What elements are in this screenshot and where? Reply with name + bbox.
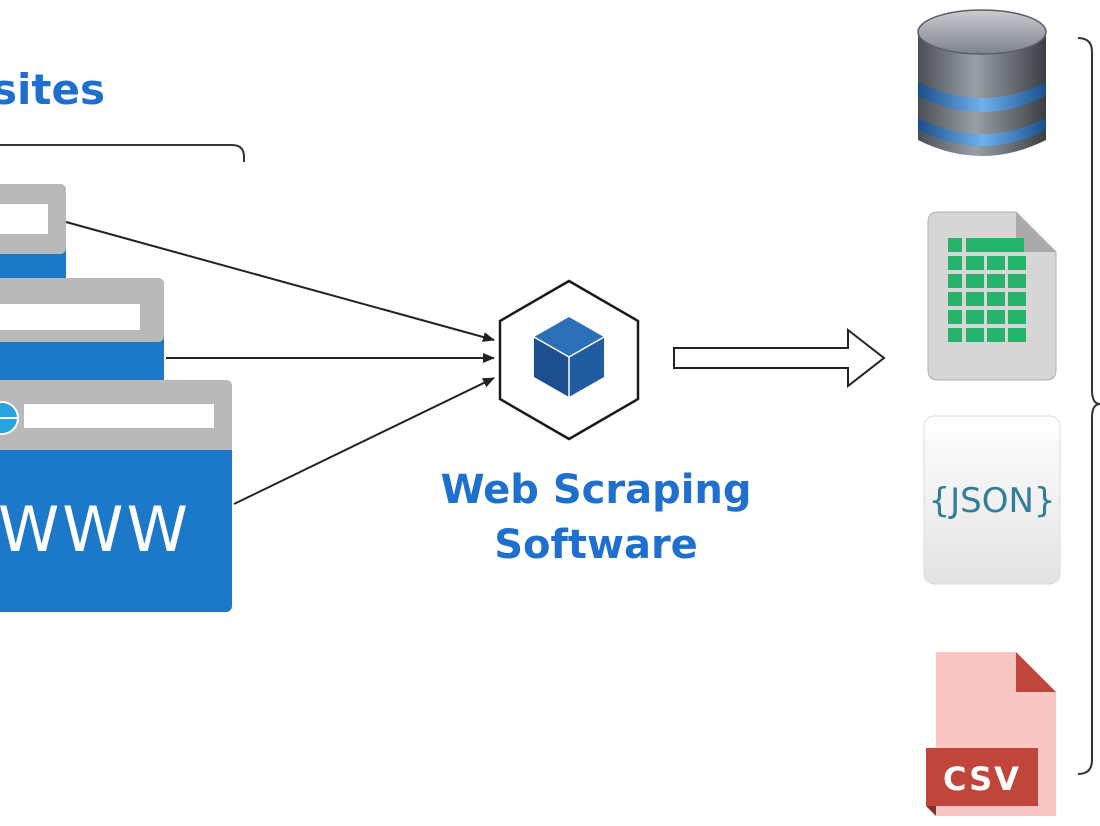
website-window-2 [0, 278, 164, 398]
spreadsheet-icon [927, 211, 1057, 381]
outputs-bracket [1077, 37, 1100, 775]
software-label-line1: Web Scraping [440, 467, 751, 513]
software-label-line2: Software [494, 522, 698, 568]
csv-label: CSV [943, 760, 1021, 798]
website-window-3: WWW [0, 380, 232, 612]
website-window-1 [0, 184, 66, 304]
globe-icon [0, 401, 19, 435]
output-arrow [673, 327, 886, 389]
arrow-window3-to-software [233, 377, 495, 505]
csv-file-icon: CSV [926, 652, 1056, 816]
database-icon [917, 9, 1047, 156]
sources-bracket [0, 144, 245, 162]
sources-heading: sites [0, 65, 105, 114]
www-label: WWW [0, 493, 191, 566]
web-scraping-cube-icon [498, 279, 640, 441]
json-label: {JSON} [928, 481, 1055, 521]
json-file-icon: {JSON} [923, 415, 1061, 585]
arrow-window1-to-software [65, 221, 495, 342]
